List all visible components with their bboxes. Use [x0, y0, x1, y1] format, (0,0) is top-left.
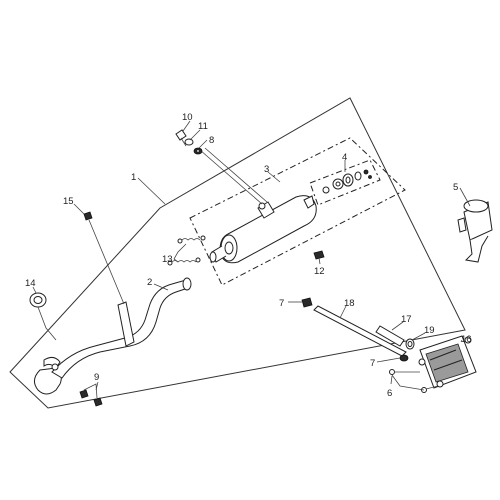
callout-16: 16: [461, 334, 472, 345]
bolts-9: [79, 389, 103, 407]
nut-7-bottom: [399, 354, 409, 362]
callout-4: 4: [342, 152, 347, 163]
nut-8: [193, 147, 203, 155]
callout-12: 12: [314, 266, 325, 277]
callout-11: 11: [198, 121, 208, 132]
callout-7-top: 7: [279, 298, 284, 309]
callout-6: 6: [387, 388, 392, 399]
callout-7-bottom: 7: [370, 358, 375, 369]
gasket-14: [29, 292, 47, 308]
bracket-16: [418, 335, 477, 389]
ring-19: [405, 338, 415, 350]
hanger-link: [199, 149, 263, 205]
callout-3: 3: [264, 164, 269, 175]
callout-5: 5: [453, 182, 458, 193]
gasket-set-frame: [309, 159, 381, 206]
callout-2: 2: [147, 277, 152, 288]
callout-18: 18: [344, 298, 355, 309]
callout-1: 1: [131, 172, 136, 183]
washer-11: [184, 138, 194, 146]
callout-15: 15: [63, 196, 74, 207]
nut-7-top: [301, 297, 313, 308]
tail-pipe-5: [457, 199, 493, 263]
assembly-outline-1: [9, 97, 466, 409]
gasket-set: [322, 169, 372, 194]
springs-13: [167, 235, 206, 266]
exhaust-pipe-2: [34, 277, 192, 395]
muffler: [209, 195, 317, 264]
callout-14: 14: [25, 278, 36, 289]
callout-19: 19: [424, 325, 435, 336]
muffler-subassembly-frame: [189, 137, 406, 286]
leader-lines: [32, 120, 471, 391]
bolt-15: [83, 211, 93, 221]
callout-8: 8: [209, 135, 214, 146]
bolts-6: [389, 369, 439, 393]
sleeve-17: [375, 325, 405, 347]
callout-10: 10: [182, 112, 193, 123]
rod-18: [313, 305, 407, 357]
callout-9: 9: [94, 372, 99, 383]
nut-12: [313, 250, 325, 260]
bolt-10: [175, 129, 187, 147]
callout-17: 17: [401, 314, 412, 325]
callout-13: 13: [162, 254, 173, 265]
